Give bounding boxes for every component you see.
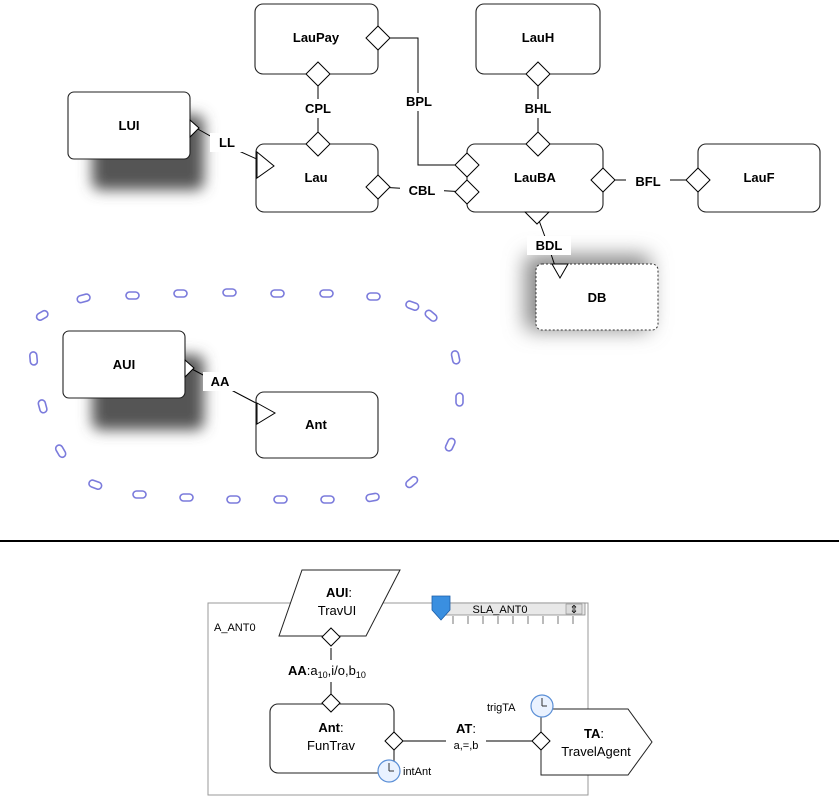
slider-thumb-icon[interactable] bbox=[431, 595, 451, 621]
slider-ticks bbox=[452, 616, 574, 624]
ta-travelagent-node[interactable]: TA: TravelAgent bbox=[540, 708, 653, 776]
node-aui-label: AUI bbox=[113, 357, 135, 372]
node-lauba-label: LauBA bbox=[514, 170, 557, 185]
node-lui[interactable]: LUI bbox=[67, 91, 191, 160]
port-diamond-icon bbox=[454, 152, 480, 178]
port-diamond-icon bbox=[523, 211, 551, 225]
ant-role-text: Ant: bbox=[318, 720, 343, 735]
link-label-bfl: BFL bbox=[635, 174, 660, 189]
stepper-arrows-icon: ⇕ bbox=[569, 604, 578, 616]
ta-role-text: TA: bbox=[584, 726, 604, 741]
port-diamond-icon bbox=[525, 131, 551, 157]
link-label-cbl: CBL bbox=[409, 183, 436, 198]
port-diamond-icon bbox=[384, 731, 404, 751]
aui-role-text: AUI: bbox=[326, 585, 352, 600]
trig-ta-clock-icon[interactable] bbox=[530, 694, 554, 718]
link-label-aa: AA bbox=[211, 374, 230, 389]
node-db[interactable]: DB bbox=[535, 263, 659, 331]
port-diamond-icon bbox=[305, 61, 331, 87]
node-lauh-label: LauH bbox=[522, 30, 555, 45]
node-lauf[interactable]: LauF bbox=[697, 143, 821, 213]
int-ant-clock-icon[interactable] bbox=[377, 759, 401, 783]
port-diamond-icon bbox=[321, 627, 341, 647]
stepper-icon[interactable] bbox=[565, 603, 583, 615]
port-diamond-icon bbox=[531, 731, 551, 751]
node-lauba[interactable]: LauBA bbox=[466, 143, 604, 213]
link-label-bpl: BPL bbox=[406, 94, 432, 109]
port-triangle-icon bbox=[184, 358, 195, 379]
sla-selector[interactable]: SLA_ANT0 ⇕ bbox=[431, 595, 586, 624]
node-lauf-label: LauF bbox=[743, 170, 774, 185]
ta-type: TravelAgent bbox=[561, 744, 631, 759]
trig-ta-label: trigTA bbox=[487, 702, 516, 714]
sla-selector-label: SLA_ANT0 bbox=[472, 604, 527, 616]
ant-funtrav-node[interactable]: Ant: FunTrav bbox=[269, 703, 395, 774]
port-diamond-icon bbox=[321, 693, 341, 713]
port-diamond-icon bbox=[454, 179, 480, 205]
port-triangle-icon bbox=[256, 150, 275, 179]
node-lau-label: Lau bbox=[304, 170, 327, 185]
link-label-ll: LL bbox=[219, 135, 235, 150]
node-db-label: DB bbox=[588, 290, 607, 305]
node-lau[interactable]: Lau bbox=[255, 143, 379, 213]
port-diamond-icon bbox=[365, 25, 391, 51]
frame-label: A_ANT0 bbox=[214, 622, 256, 634]
at-signature: a,=,b bbox=[454, 740, 479, 752]
top-diagram: LauPay LauH LUI Lau LauBA LauF D bbox=[28, 3, 821, 504]
ant-type: FunTrav bbox=[307, 738, 355, 753]
port-diamond-icon bbox=[305, 131, 331, 157]
port-diamond-icon bbox=[525, 61, 551, 87]
node-ant[interactable]: Ant bbox=[255, 391, 379, 459]
node-laupay-label: LauPay bbox=[293, 30, 340, 45]
port-triangle-icon bbox=[551, 263, 569, 280]
node-ant-label: Ant bbox=[305, 417, 327, 432]
aa-signature: AA:a10,i/o,b10 bbox=[288, 663, 366, 680]
node-laupay[interactable]: LauPay bbox=[254, 3, 379, 75]
port-triangle-icon bbox=[256, 402, 276, 425]
node-lauh[interactable]: LauH bbox=[475, 3, 601, 75]
port-diamond-icon bbox=[365, 174, 391, 200]
aui-type: TravUI bbox=[318, 603, 357, 618]
node-aui[interactable]: AUI bbox=[62, 330, 186, 399]
group-outline bbox=[28, 288, 464, 504]
port-triangle-icon bbox=[189, 118, 200, 139]
node-lui-label: LUI bbox=[119, 118, 140, 133]
aui-travui-node[interactable]: AUI: TravUI bbox=[278, 569, 401, 637]
port-diamond-icon bbox=[590, 167, 616, 193]
port-diamond-icon bbox=[685, 167, 711, 193]
link-label-bdl: BDL bbox=[536, 238, 563, 253]
link-label-bhl: BHL bbox=[525, 101, 552, 116]
int-ant-label: intAnt bbox=[403, 766, 431, 778]
ports bbox=[184, 25, 711, 425]
link-label-cpl: CPL bbox=[305, 101, 331, 116]
link-labels: CPL BPL BHL LL CBL BFL BDL AA bbox=[203, 93, 670, 391]
at-link-text: AT: bbox=[456, 721, 476, 736]
bottom-diagram: A_ANT0 SLA_ANT0 ⇕ AUI: TravUI bbox=[207, 569, 653, 796]
